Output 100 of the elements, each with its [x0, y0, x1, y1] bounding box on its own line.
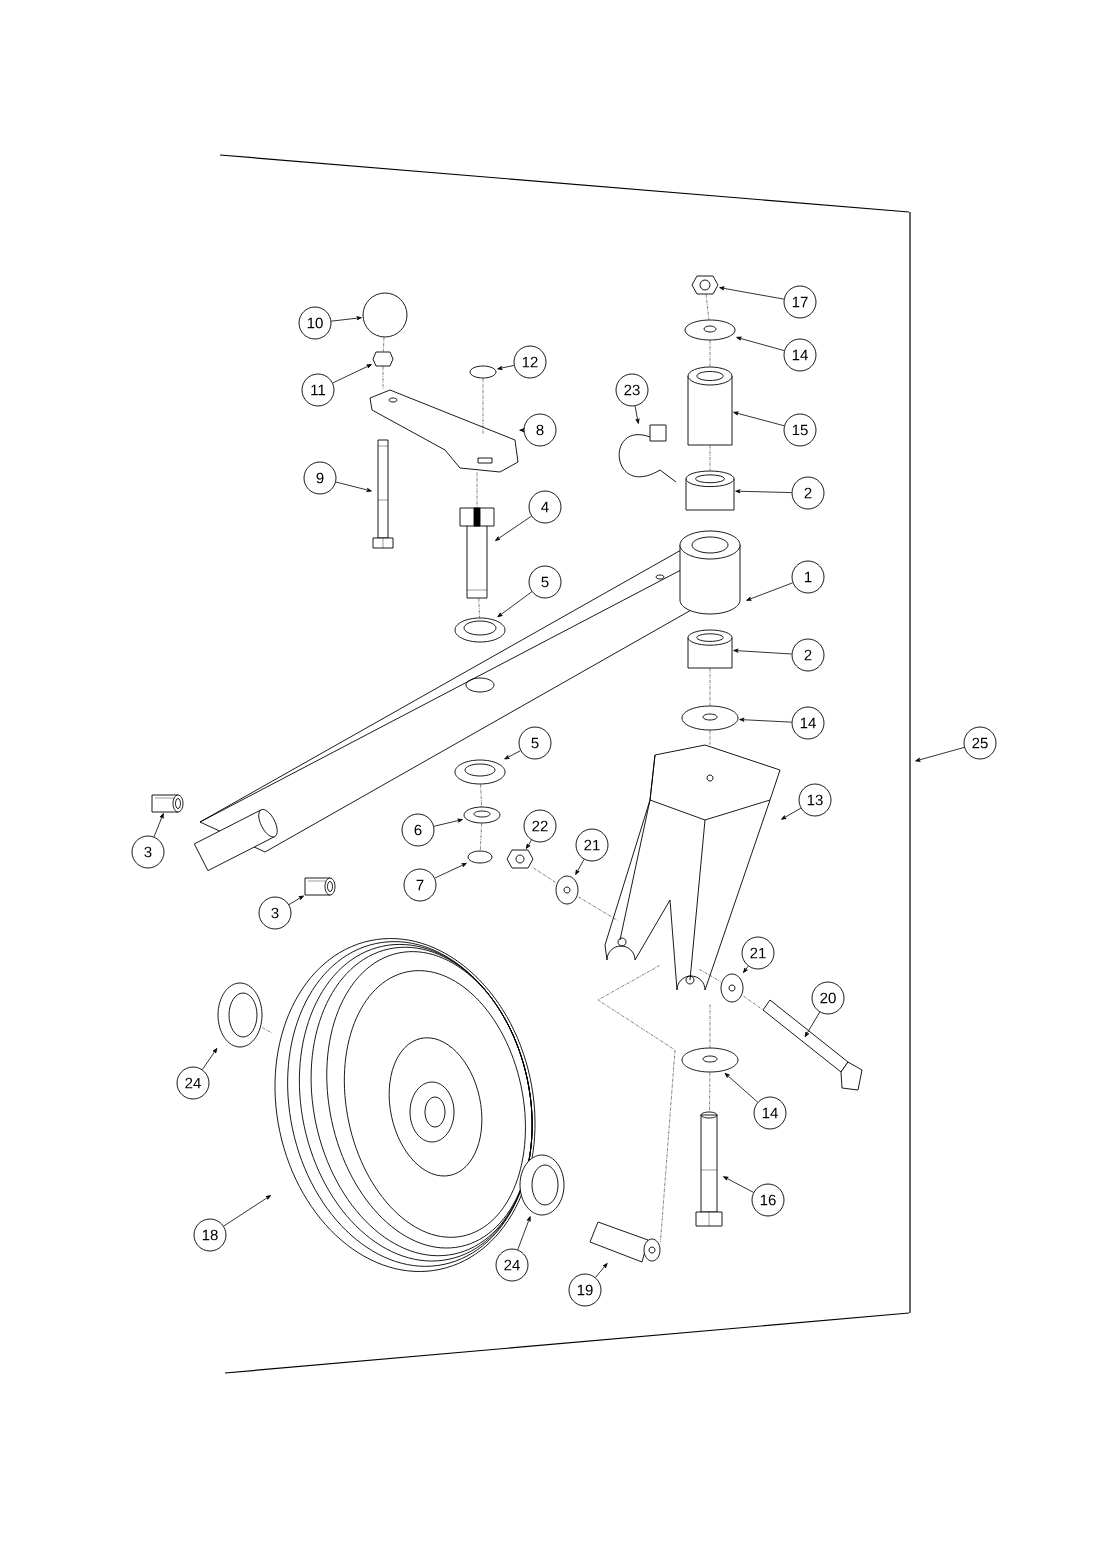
- callout-number: 16: [751, 1183, 785, 1217]
- callout-number: 23: [615, 373, 649, 407]
- leader-line: [634, 405, 640, 424]
- callout-number: 14: [783, 338, 817, 372]
- center-line: [709, 730, 711, 745]
- leader-line: [330, 316, 362, 322]
- center-line: [709, 1072, 711, 1112]
- callout-number: 8: [523, 413, 557, 447]
- callout-number: 15: [783, 413, 817, 447]
- leader-line: [719, 286, 785, 300]
- callout-number: 1: [791, 560, 825, 594]
- flange-bushing: [685, 470, 735, 511]
- leader-line: [915, 747, 965, 762]
- hitch-pin-clip: [618, 424, 677, 483]
- callout-number: 21: [741, 936, 775, 970]
- bolt: [372, 439, 394, 549]
- callout-number: 9: [303, 461, 337, 495]
- washer: [555, 875, 579, 905]
- callout-number: 22: [523, 809, 557, 843]
- leader-line: [495, 515, 532, 541]
- center-line: [597, 965, 676, 1243]
- center-line: [709, 340, 711, 367]
- leader-line: [497, 365, 515, 370]
- leader-line: [433, 818, 463, 827]
- leader-line: [804, 1011, 821, 1038]
- leader-line: [743, 965, 749, 973]
- center-line: [382, 366, 384, 390]
- leader-line: [746, 582, 794, 601]
- washer: [467, 850, 493, 864]
- center-line: [480, 823, 482, 851]
- lever-arm: [369, 389, 519, 473]
- washer: [681, 1047, 739, 1073]
- callout-number: 20: [811, 981, 845, 1015]
- washer: [454, 759, 506, 785]
- axle-spacer: [589, 1221, 661, 1263]
- callout-number: 19: [568, 1273, 602, 1307]
- center-line: [709, 1004, 711, 1048]
- pin: [459, 507, 495, 599]
- leader-line: [497, 591, 533, 618]
- callout-number: 18: [193, 1218, 227, 1252]
- center-line: [709, 445, 711, 471]
- center-line: [705, 294, 710, 320]
- frame-line: [909, 211, 911, 1314]
- leader-line: [575, 859, 585, 875]
- hex-nut: [372, 351, 394, 367]
- callout-number: 25: [963, 726, 997, 760]
- leader-line: [335, 481, 372, 492]
- washer: [720, 973, 744, 1003]
- bearing-cap: [217, 982, 263, 1048]
- washer: [681, 705, 739, 731]
- leader-line: [504, 750, 521, 760]
- center-line: [478, 598, 480, 618]
- callout-number: 7: [403, 868, 437, 902]
- snap-ring: [469, 365, 497, 379]
- callout-number: 13: [798, 783, 832, 817]
- bolt: [695, 1111, 723, 1227]
- leader-line: [723, 1176, 754, 1193]
- bushing: [151, 794, 184, 813]
- callout-number: 2: [791, 638, 825, 672]
- leader-line: [332, 364, 372, 384]
- callout-number: 5: [518, 726, 552, 760]
- center-line: [476, 472, 478, 508]
- leader-line: [517, 1216, 531, 1250]
- callout-number: 21: [575, 828, 609, 862]
- washer: [684, 319, 736, 341]
- callout-number: 4: [528, 490, 562, 524]
- callout-number: 3: [131, 835, 165, 869]
- leader-line: [781, 807, 802, 820]
- leader-line: [201, 1048, 218, 1070]
- callout-number: 12: [513, 345, 547, 379]
- leader-line: [153, 813, 164, 838]
- hex-nut: [691, 275, 719, 295]
- center-line: [480, 784, 482, 807]
- center-line: [699, 969, 721, 982]
- center-line: [533, 867, 556, 883]
- fork-bracket: [604, 744, 781, 991]
- center-line: [262, 1027, 272, 1033]
- wheel: [274, 938, 536, 1272]
- washer: [463, 806, 501, 824]
- callout-number: 6: [401, 813, 435, 847]
- leader-line: [525, 839, 532, 849]
- center-line: [743, 995, 763, 1010]
- leader-line: [735, 489, 792, 494]
- leader-line: [733, 648, 792, 655]
- callout-number: 14: [753, 1096, 787, 1130]
- callout-number: 11: [301, 373, 335, 407]
- center-line: [482, 378, 484, 435]
- callout-number: 17: [783, 285, 817, 319]
- bearing-cap: [519, 1154, 565, 1216]
- spacer-tube: [687, 366, 733, 446]
- hex-nut: [506, 849, 534, 869]
- callout-number: 24: [176, 1066, 210, 1100]
- callout-number: 3: [258, 896, 292, 930]
- leader-line: [519, 428, 525, 433]
- center-line: [578, 896, 618, 921]
- callout-number: 24: [495, 1248, 529, 1282]
- leader-line: [739, 717, 792, 723]
- callout-number: 10: [298, 306, 332, 340]
- callout-number: 14: [791, 706, 825, 740]
- leader-line: [733, 411, 785, 427]
